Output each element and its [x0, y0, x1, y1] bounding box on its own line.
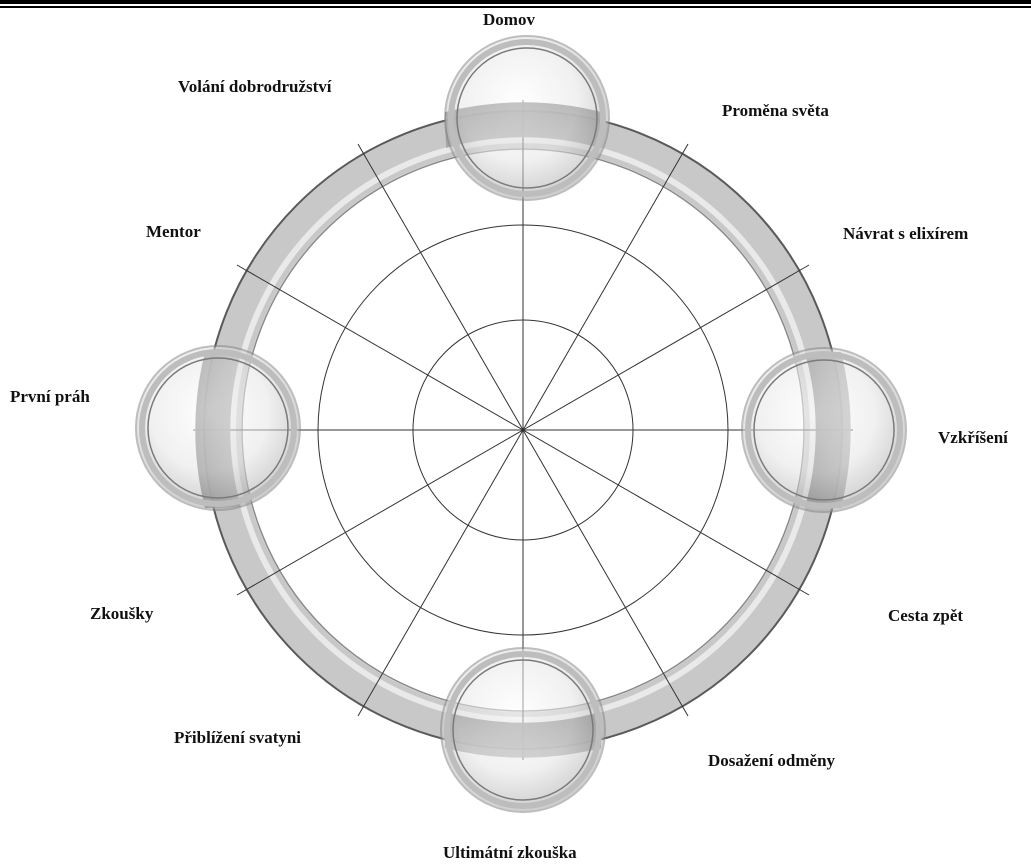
label-ultimatni-zkouska: Ultimátní zkouška: [443, 844, 577, 861]
label-mentor: Mentor: [146, 223, 201, 240]
label-cesta-zpet: Cesta zpět: [888, 607, 963, 624]
knob-bottom-outer: [441, 648, 605, 812]
knob-left: [136, 346, 300, 510]
label-navrat-s-elixirem: Návrat s elixírem: [843, 225, 968, 242]
knob-right: [742, 348, 906, 512]
knob-top: [445, 36, 609, 200]
label-domov: Domov: [483, 11, 535, 28]
label-dosazeni-odmeny: Dosažení odměny: [708, 752, 835, 769]
label-priblizeni-svatyni: Přiblížení svatyni: [174, 729, 301, 746]
label-vzkriseni: Vzkříšení: [938, 429, 1008, 446]
label-zkousky: Zkoušky: [90, 605, 153, 622]
knob-top-outer: [445, 36, 609, 200]
label-prvni-prah: První práh: [10, 388, 90, 405]
knob-right-outer: [742, 348, 906, 512]
knob-left-outer: [136, 346, 300, 510]
knob-bottom: [441, 648, 605, 812]
label-volani-dobrodruzstvi: Volání dobrodružství: [178, 78, 332, 95]
label-promena-sveta: Proměna světa: [722, 102, 829, 119]
